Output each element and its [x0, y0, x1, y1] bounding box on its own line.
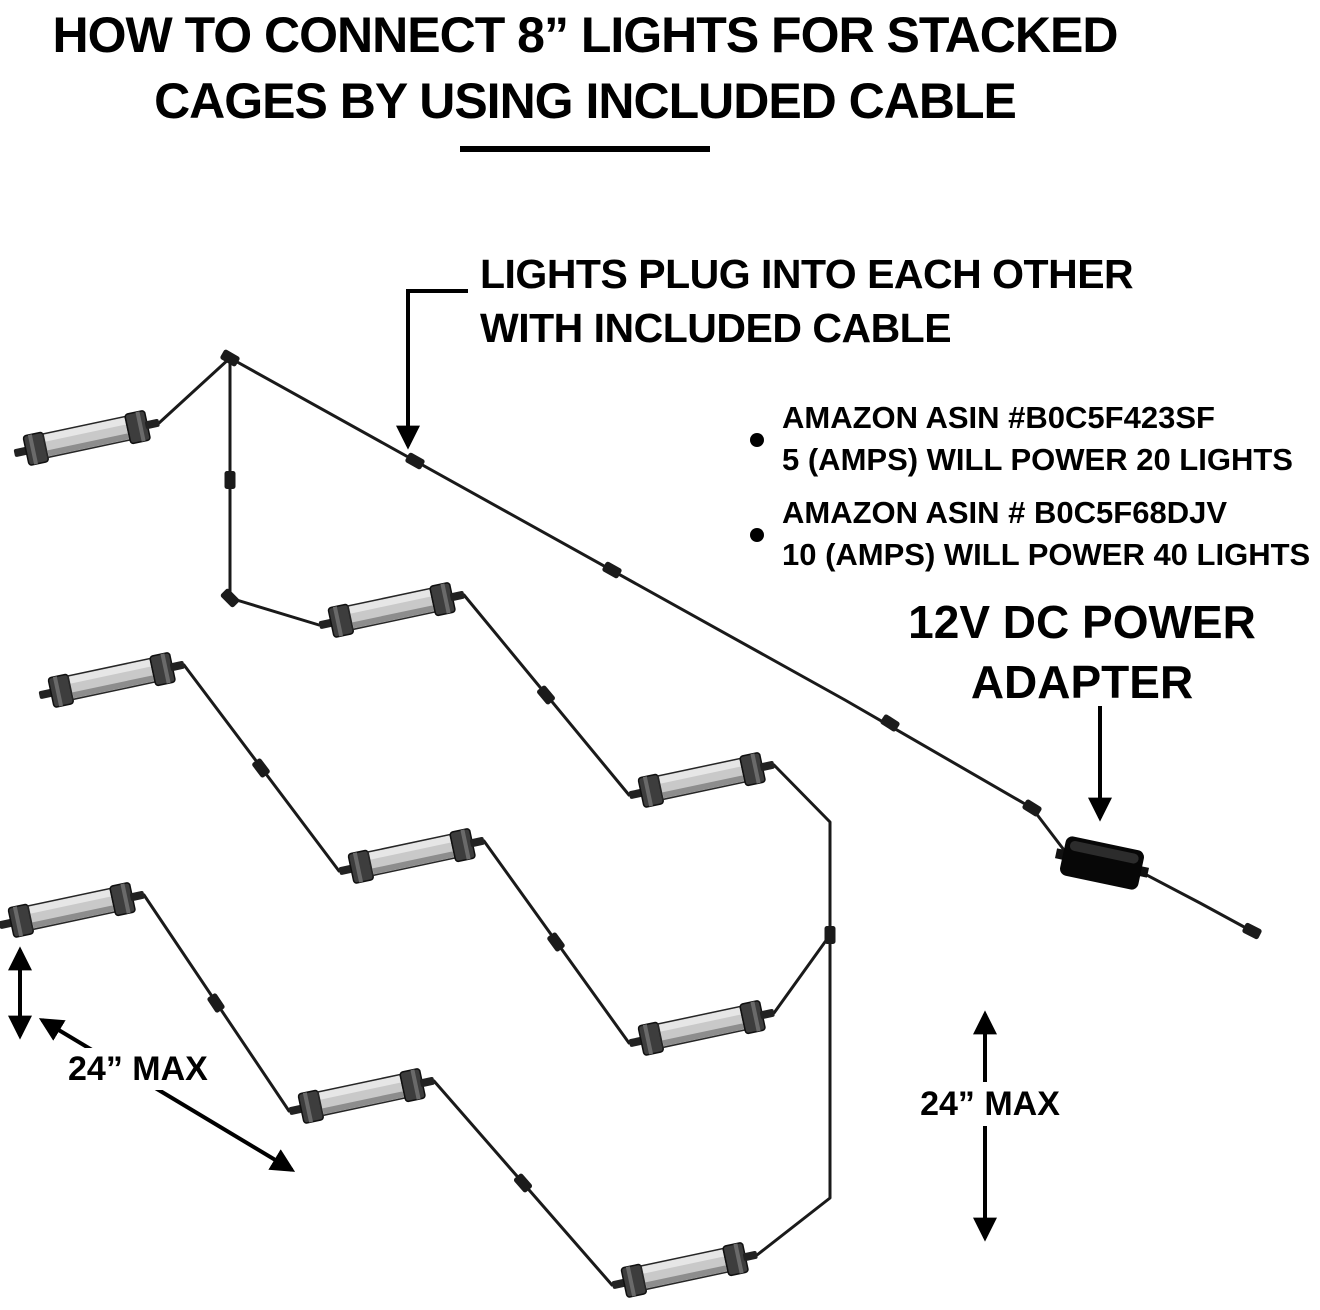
cable-connector	[513, 1173, 533, 1193]
annotation-line-1: LIGHTS PLUG INTO EACH OTHER	[480, 251, 1133, 297]
cable	[1137, 869, 1248, 930]
light-fixture	[10, 407, 163, 469]
bullet-dot	[750, 433, 764, 447]
cable-connector	[1242, 922, 1262, 940]
cable	[755, 763, 832, 1257]
connectors-layer	[207, 349, 1262, 1193]
cable	[157, 356, 232, 425]
cable-connector	[220, 349, 240, 367]
cable-connector	[547, 932, 565, 952]
page-title-line-1: HOW TO CONNECT 8” LIGHTS FOR STACKED	[53, 7, 1118, 63]
cable-connector	[252, 758, 270, 778]
cable-connector	[602, 561, 622, 579]
lights-layer	[0, 407, 778, 1301]
left-diagonal-measure-arrow	[38, 1018, 296, 1172]
light-fixture	[35, 649, 188, 711]
labels-layer: HOW TO CONNECT 8” LIGHTS FOR STACKED CAG…	[53, 7, 1310, 1126]
cable-connector	[207, 993, 225, 1013]
cable-connector	[224, 471, 236, 489]
label-backing	[55, 1048, 225, 1090]
cable	[228, 356, 1066, 852]
power-adapter	[1054, 836, 1150, 890]
annotation-line-2: WITH INCLUDED CABLE	[480, 305, 951, 351]
label-backing	[895, 1082, 1085, 1126]
light-fixture	[0, 879, 148, 941]
light-fixture	[625, 749, 778, 811]
cable-connector	[405, 452, 425, 470]
annotation-arrow	[396, 289, 468, 450]
cable	[228, 356, 321, 627]
left-max-label: 24” MAX	[68, 1050, 208, 1088]
adapter-label-line-1: 12V DC POWER	[908, 596, 1256, 648]
light-fixture	[285, 1065, 438, 1127]
adapter-label-line-2: ADAPTER	[971, 656, 1193, 708]
cable-connector	[220, 588, 240, 608]
light-fixture	[315, 579, 468, 641]
right-max-label: 24” MAX	[920, 1085, 1060, 1123]
adapter-highlight	[1069, 841, 1139, 864]
bullet-dot	[750, 528, 764, 542]
cable-connector	[880, 714, 900, 732]
light-fixture	[608, 1239, 761, 1301]
cable-connector	[824, 926, 836, 944]
bullet-2-line-2: 10 (AMPS) WILL POWER 40 LIGHTS	[782, 537, 1310, 572]
light-fixture	[335, 825, 488, 887]
title-underline	[460, 146, 710, 152]
page-title-line-2: CAGES BY USING INCLUDED CABLE	[154, 73, 1016, 129]
cable-connector	[1022, 799, 1042, 817]
light-fixture	[625, 997, 778, 1059]
bullet-1-line-2: 5 (AMPS) WILL POWER 20 LIGHTS	[782, 442, 1293, 477]
bullet-2-line-1: AMAZON ASIN # B0C5F68DJV	[782, 495, 1227, 530]
bullet-1-line-1: AMAZON ASIN #B0C5F423SF	[782, 400, 1215, 435]
cable	[772, 933, 832, 1015]
cable-connector	[537, 685, 555, 705]
